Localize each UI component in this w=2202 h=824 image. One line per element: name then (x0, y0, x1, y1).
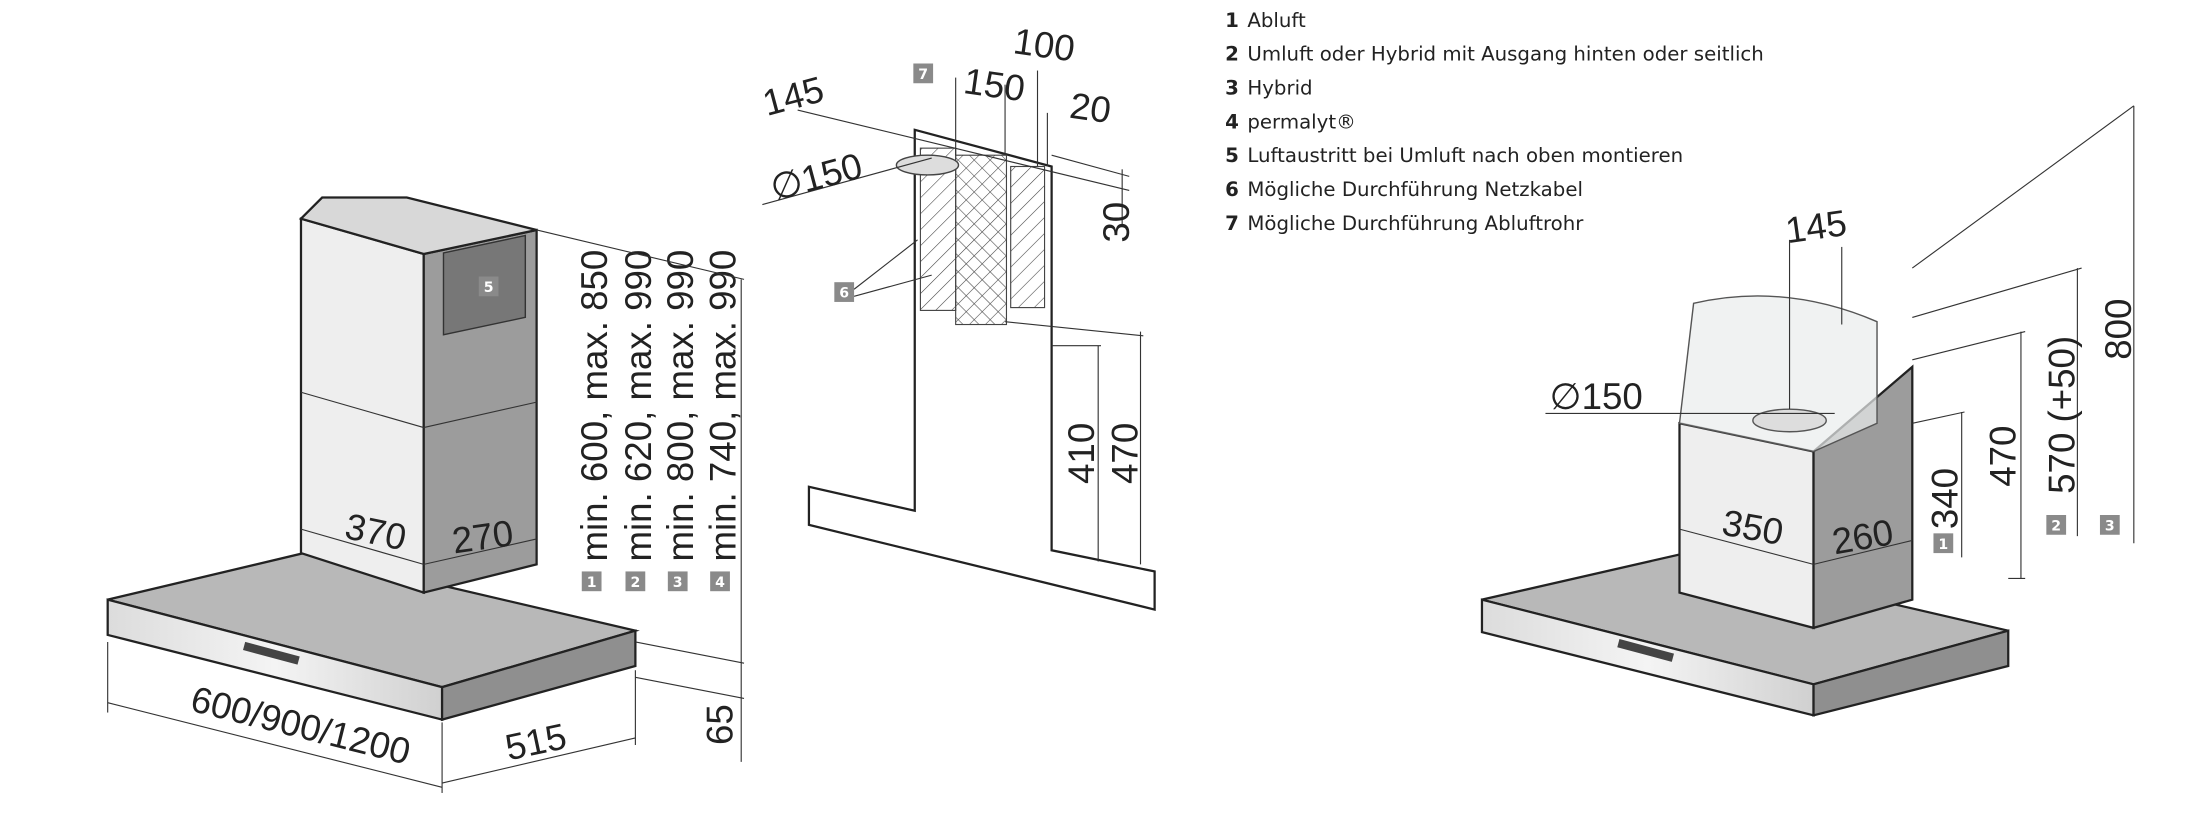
canopy-side (440, 629, 637, 722)
wall-bracket (807, 128, 1156, 611)
badge-7: 7 (913, 63, 934, 84)
svg-text:3: 3 (673, 575, 683, 591)
dim-410: 410 (1061, 423, 1102, 484)
badge-5: 5 (478, 276, 499, 297)
transparent-hood-top (1678, 295, 1878, 453)
svg-text:1: 1 (587, 575, 597, 591)
dim-145: 145 (1783, 202, 1849, 251)
dim-150: 150 (961, 60, 1027, 109)
svg-text:min. 620, max. 990: min. 620, max. 990 (618, 250, 659, 562)
dim-30: 30 (1096, 202, 1137, 243)
badge-2: 2 (2046, 515, 2067, 535)
badge-3: 3 (2099, 515, 2120, 535)
dim-350: 350 (1719, 502, 1786, 553)
svg-text:6: 6 (839, 286, 849, 302)
control-panel (243, 641, 300, 665)
dim-800: 800 (2098, 299, 2139, 360)
badge-6: 6 (834, 282, 855, 302)
svg-text:4: 4 (715, 575, 725, 591)
svg-text:min. 740, max. 990: min. 740, max. 990 (703, 250, 744, 562)
svg-text:5: 5 (484, 280, 494, 296)
dim-470: 470 (1982, 426, 2023, 487)
height-labels: min. 600, max. 850 min. 620, max. 990 mi… (574, 250, 744, 592)
svg-text:2: 2 (630, 575, 640, 591)
dim-570: 570 (+50) (2042, 336, 2083, 494)
canopy-height-label: 65 (700, 704, 741, 745)
svg-text:7: 7 (918, 67, 928, 83)
exhaust-opening (955, 154, 1008, 326)
dim-20: 20 (1067, 85, 1113, 131)
right-hood-drawing: 145 ∅150 350 260 340 470 570 (+50) 800 1… (1480, 105, 2139, 717)
left-hood-drawing: 5 370 270 min. 600, max. 850 min. 620, m… (106, 196, 745, 793)
pipe-diameter: ∅150 (766, 145, 867, 209)
chimney-depth-label: 270 (450, 512, 516, 561)
svg-text:2: 2 (2051, 519, 2061, 535)
svg-text:min. 600, max. 850: min. 600, max. 850 (574, 250, 615, 562)
mounting-drawing: 145 150 100 20 ∅150 30 410 470 7 6 (758, 20, 1156, 611)
dim-470: 470 (1105, 423, 1146, 484)
pipe-diameter: ∅150 (1550, 376, 1643, 417)
badge-1: 1 (1933, 533, 1954, 554)
svg-text:min. 800, max. 990: min. 800, max. 990 (660, 250, 701, 562)
dim-100: 100 (1011, 20, 1077, 69)
dim-340: 340 (1924, 468, 1965, 529)
depth-label: 515 (502, 715, 570, 768)
svg-text:3: 3 (2105, 519, 2115, 535)
svg-text:1: 1 (1938, 537, 1948, 553)
dim-145: 145 (758, 68, 828, 123)
